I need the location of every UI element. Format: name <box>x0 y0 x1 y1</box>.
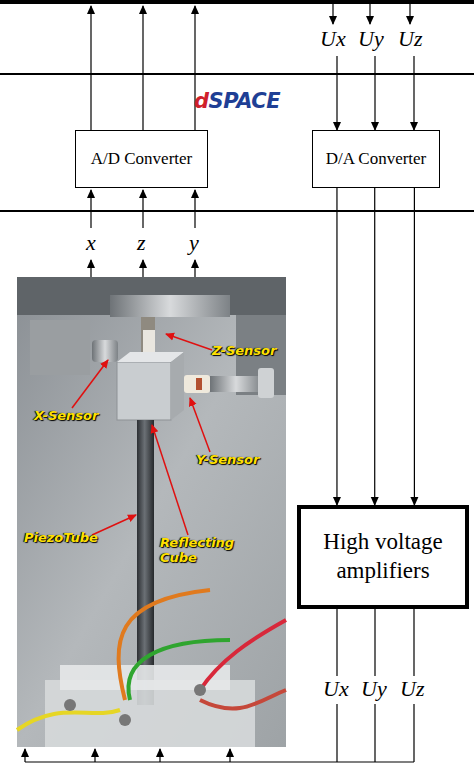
node-text: D/A Converter <box>326 149 427 169</box>
signal-name: z <box>137 230 146 256</box>
converter-box: A/D Converter <box>75 130 208 188</box>
part-label: Y-Sensor <box>196 452 259 467</box>
part-label: Reflecting Cube <box>160 535 240 565</box>
signal-arrow <box>336 188 337 505</box>
part-label: X-Sensor <box>34 408 98 423</box>
node-text: dSPACE <box>194 89 280 113</box>
signal-arrow <box>414 188 415 505</box>
signal-name: Ux <box>320 26 346 52</box>
node-text: A/D Converter <box>91 149 193 169</box>
signal-name: Uz <box>398 26 422 52</box>
signal-name: Uy <box>358 26 384 52</box>
signal-arrow <box>374 188 375 505</box>
signal-name: y <box>189 230 199 256</box>
converter-box: D/A Converter <box>312 130 440 188</box>
signal-name: Ux <box>323 676 349 702</box>
signal-name: Uz <box>400 676 424 702</box>
node-text: High voltage amplifiers <box>309 528 457 586</box>
amplifier-box: High voltage amplifiers <box>297 505 469 609</box>
signal-name: x <box>86 230 96 256</box>
system-band: dSPACE A/D Converter D/A Converter <box>0 73 474 212</box>
part-label: PiezoTube <box>24 530 104 545</box>
signal-name: Uy <box>361 676 387 702</box>
part-label: Z-Sensor <box>212 343 276 358</box>
